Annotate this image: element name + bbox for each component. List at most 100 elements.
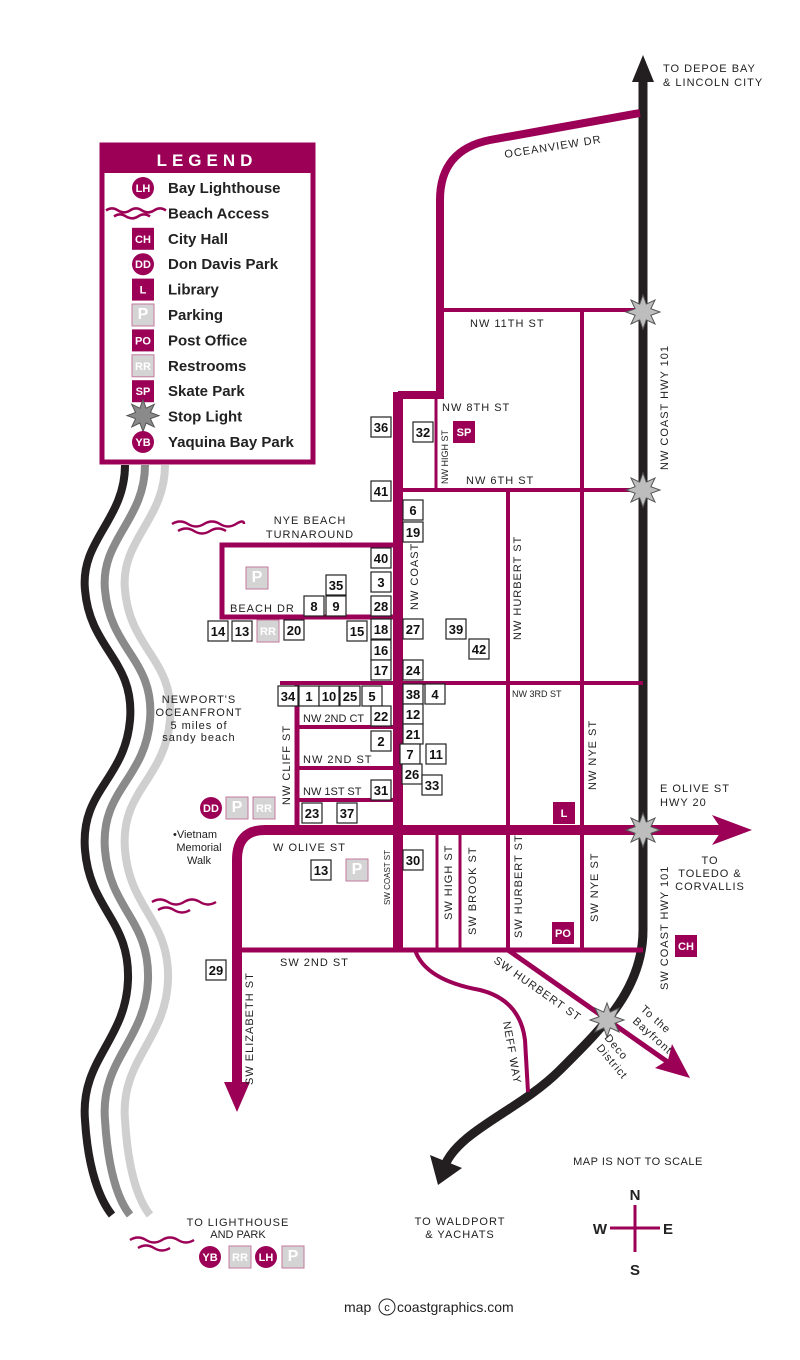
icon-rr: RR: [252, 796, 276, 820]
marker-number: 14: [211, 624, 226, 639]
location-marker[interactable]: 16: [370, 639, 392, 661]
marker-number: 9: [332, 599, 339, 614]
waldport-2: & YACHATS: [425, 1229, 495, 1241]
location-marker[interactable]: 40: [370, 547, 392, 569]
icon-p: P: [281, 1245, 305, 1269]
icon-sp: SP: [132, 380, 154, 403]
marker-number: 17: [374, 663, 388, 678]
compass-n: N: [630, 1187, 641, 1204]
stop-light-icon: [624, 811, 662, 849]
location-marker[interactable]: 42: [468, 638, 490, 660]
icon-lh: LH: [132, 177, 154, 199]
location-marker[interactable]: 17: [370, 659, 392, 681]
location-marker[interactable]: 18: [370, 618, 392, 640]
label-swhigh: SW HIGH ST: [443, 845, 455, 920]
marker-number: 26: [405, 767, 419, 782]
icon-label: YB: [202, 1252, 217, 1264]
location-marker[interactable]: 28: [370, 595, 392, 617]
marker-number: 29: [209, 963, 223, 978]
location-marker[interactable]: 5: [361, 685, 383, 707]
location-marker[interactable]: 7: [399, 743, 421, 765]
label-sw2: SW 2ND ST: [280, 957, 349, 969]
waldport-1: TO WALDPORT: [415, 1216, 506, 1228]
location-marker[interactable]: 36: [370, 416, 392, 438]
location-marker[interactable]: 38: [402, 683, 424, 705]
marker-number: 6: [409, 503, 416, 518]
icon-po: PO: [552, 922, 574, 944]
marker-number: 2: [377, 734, 384, 749]
location-marker[interactable]: 4: [424, 683, 446, 705]
location-marker[interactable]: 41: [370, 480, 392, 502]
marker-number: 5: [368, 689, 375, 704]
location-marker[interactable]: 8: [303, 595, 325, 617]
label-nwhurbert: NW HURBERT ST: [512, 536, 524, 640]
icon-label: SP: [136, 386, 151, 398]
location-marker[interactable]: 15: [346, 620, 368, 642]
icon-dd: DD: [200, 797, 222, 819]
location-marker[interactable]: 10: [318, 685, 340, 707]
location-marker[interactable]: 19: [402, 521, 424, 543]
location-marker[interactable]: 13: [310, 859, 332, 881]
marker-number: 15: [350, 624, 364, 639]
legend-item-label: Beach Access: [168, 205, 269, 222]
location-marker[interactable]: 31: [370, 779, 392, 801]
location-marker[interactable]: 14: [207, 620, 229, 642]
location-marker[interactable]: 34: [277, 685, 299, 707]
location-marker[interactable]: 23: [301, 802, 323, 824]
label-olive-hwy-1: E OLIVE ST: [660, 783, 730, 795]
location-marker[interactable]: 25: [339, 685, 361, 707]
icon-label: SP: [457, 427, 472, 439]
label-neff: NEFF WAY: [500, 1020, 523, 1085]
location-marker[interactable]: 12: [402, 703, 424, 725]
marker-number: 20: [287, 623, 301, 638]
icon-l: L: [132, 278, 154, 301]
location-marker[interactable]: 29: [205, 959, 227, 981]
marker-number: 13: [235, 624, 249, 639]
icon-p: P: [225, 796, 249, 820]
location-marker[interactable]: 2: [370, 730, 392, 752]
legend-title: LEGEND: [157, 151, 258, 170]
location-marker[interactable]: 21: [402, 723, 424, 745]
location-marker[interactable]: 13: [231, 620, 253, 642]
legend-item-label: Don Davis Park: [168, 256, 279, 273]
label-swnye: SW NYE ST: [589, 852, 601, 922]
location-marker[interactable]: 1: [298, 685, 320, 707]
location-marker[interactable]: 26: [401, 763, 423, 785]
location-marker[interactable]: 37: [336, 802, 358, 824]
icon-ch: CH: [132, 227, 154, 250]
legend-item-label: City Hall: [168, 231, 228, 248]
legend-item: CH City Hall: [132, 227, 228, 250]
location-marker[interactable]: 20: [283, 619, 305, 641]
location-marker[interactable]: 9: [325, 595, 347, 617]
label-nwhwy: NW COAST HWY 101: [659, 345, 671, 470]
location-marker[interactable]: 35: [325, 574, 347, 596]
location-marker[interactable]: 24: [402, 659, 424, 681]
location-marker[interactable]: 27: [402, 618, 424, 640]
label-swelizabeth: SW ELIZABETH ST: [244, 972, 256, 1085]
location-marker[interactable]: 22: [370, 705, 392, 727]
marker-number: 32: [416, 425, 430, 440]
marker-number: 22: [374, 709, 388, 724]
location-marker[interactable]: 6: [402, 499, 424, 521]
location-marker[interactable]: 33: [421, 774, 443, 796]
label-nw2: NW 2ND ST: [303, 754, 373, 766]
location-marker[interactable]: 3: [370, 571, 392, 593]
marker-number: 21: [406, 727, 420, 742]
icon-label: P: [252, 569, 263, 586]
icon-l: L: [553, 802, 575, 824]
location-marker[interactable]: 30: [402, 849, 424, 871]
icon-lh: LH: [255, 1246, 277, 1268]
location-marker[interactable]: 32: [412, 421, 434, 443]
label-swcoast: SW COAST ST: [383, 850, 392, 905]
icon-label: P: [288, 1248, 299, 1265]
marker-number: 38: [406, 687, 420, 702]
compass-s: S: [630, 1262, 640, 1279]
icon-dd: DD: [132, 253, 154, 276]
marker-number: 12: [406, 707, 420, 722]
toledo-1: TO: [701, 855, 718, 867]
location-marker[interactable]: 39: [445, 618, 467, 640]
location-marker[interactable]: 11: [425, 743, 447, 765]
highway-101: [430, 55, 654, 1185]
